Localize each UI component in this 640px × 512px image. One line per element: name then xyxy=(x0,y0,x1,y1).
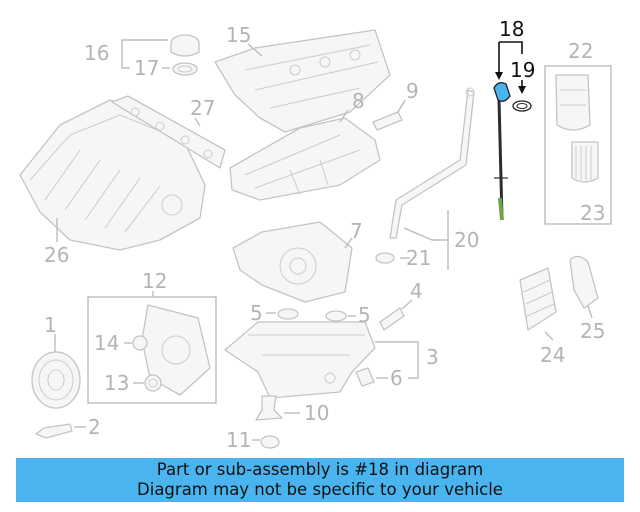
callout-11: 11 xyxy=(226,428,251,452)
sensor-seal-part[interactable] xyxy=(260,435,280,449)
washer-5-right-part[interactable] xyxy=(325,310,347,322)
oil-pan-plug-4-part[interactable] xyxy=(379,307,405,331)
callout-13: 13 xyxy=(104,371,129,395)
callout-5-right: 5 xyxy=(358,303,371,327)
callout-16: 16 xyxy=(84,41,109,65)
drain-plug-part[interactable] xyxy=(355,367,375,387)
cooler-gasket-part[interactable] xyxy=(569,255,599,309)
notice-line-part-number: Part or sub-assembly is #18 in diagram xyxy=(156,460,484,479)
callout-10: 10 xyxy=(304,401,329,425)
valve-cover-part[interactable] xyxy=(214,29,391,133)
callout-24: 24 xyxy=(540,343,565,367)
callout-7: 7 xyxy=(350,219,363,243)
oil-dipstick-part[interactable] xyxy=(493,82,511,221)
oil-cooler-part[interactable] xyxy=(519,267,557,331)
intake-manifold-part[interactable] xyxy=(19,99,206,251)
cylinder-head-part[interactable] xyxy=(229,117,381,201)
oil-pan-part[interactable] xyxy=(224,321,376,399)
callout-1: 1 xyxy=(44,313,57,337)
parts-diagram: 1 2 3 4 5 5 6 7 8 9 10 11 12 13 14 15 16… xyxy=(19,17,612,452)
dipstick-tube-part[interactable] xyxy=(389,87,475,239)
notice-line-disclaimer: Diagram may not be specific to your vehi… xyxy=(137,480,503,499)
washer-5-left-part[interactable] xyxy=(277,308,299,320)
callout-8: 8 xyxy=(352,89,365,113)
callout-18: 18 xyxy=(499,17,524,41)
callout-21: 21 xyxy=(406,246,431,270)
callout-26: 26 xyxy=(44,243,69,267)
dipstick-o-ring-part[interactable] xyxy=(512,100,532,112)
callout-22: 22 xyxy=(568,39,593,63)
callout-14: 14 xyxy=(94,331,119,355)
callout-19: 19 xyxy=(510,58,535,82)
callout-23: 23 xyxy=(580,201,605,225)
oil-filter-housing-part[interactable] xyxy=(555,74,591,131)
seal-13-part[interactable] xyxy=(144,374,162,392)
callout-20: 20 xyxy=(454,228,479,252)
seal-14-part[interactable] xyxy=(132,335,148,351)
intake-gasket-part[interactable] xyxy=(111,95,226,169)
callout-5-left: 5 xyxy=(250,301,263,325)
oil-level-sensor-part[interactable] xyxy=(255,395,283,421)
callout-25: 25 xyxy=(580,319,605,343)
notice-banner: Part or sub-assembly is #18 in diagram D… xyxy=(16,458,624,502)
tube-o-ring-part[interactable] xyxy=(375,252,395,264)
callout-2: 2 xyxy=(88,415,101,439)
callout-3: 3 xyxy=(426,345,439,369)
callout-17: 17 xyxy=(134,56,159,80)
callout-27: 27 xyxy=(190,96,215,120)
oil-filter-element-part[interactable] xyxy=(571,141,599,183)
callout-6: 6 xyxy=(390,366,403,390)
callout-15: 15 xyxy=(226,23,251,47)
sensor-part[interactable] xyxy=(372,111,403,131)
pulley-bolt-part[interactable] xyxy=(35,423,73,439)
oil-filler-cap-part[interactable] xyxy=(170,34,200,57)
crankshaft-pulley-part[interactable] xyxy=(31,351,81,409)
cap-seal-part[interactable] xyxy=(172,62,198,76)
timing-cover-part[interactable] xyxy=(232,221,353,303)
callout-9: 9 xyxy=(406,79,419,103)
callout-4: 4 xyxy=(410,279,423,303)
callout-12: 12 xyxy=(142,269,167,293)
